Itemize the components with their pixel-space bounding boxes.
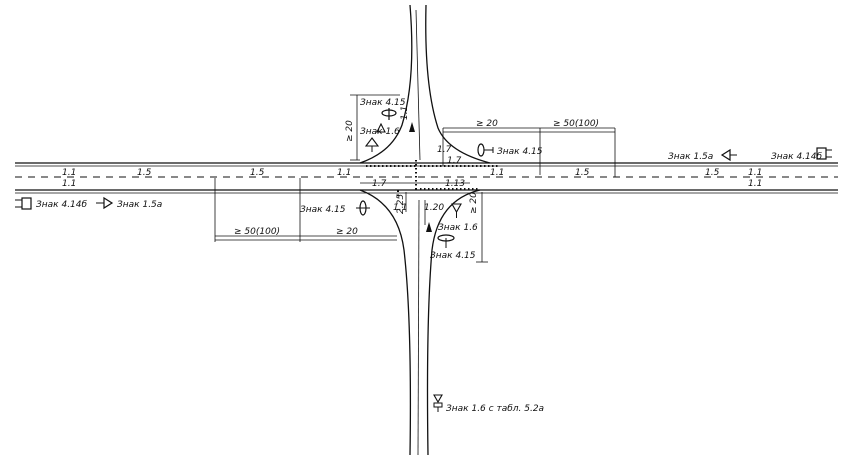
marking-label: 1.5 [575, 168, 590, 178]
marking-label: 1.5 [250, 168, 265, 178]
dimension-label: ≥ 50(100) [553, 119, 599, 129]
sign-label: Знак 1.6 с табл. 5.2а [446, 404, 544, 414]
marking-label: 1.1 [337, 168, 351, 178]
marking-label: 1.1 [62, 168, 76, 178]
warning-triangle-icon [376, 122, 386, 133]
marking-labels: 1.1 1.5 1.5 1.1 1.7 1.1 1.5 1.5 1.1 1.1 … [62, 106, 762, 213]
sign-box-icon [816, 147, 827, 160]
direction-sign-icon [477, 143, 485, 157]
sign-label: Знак 4.14б [771, 152, 823, 162]
marking-label: 1.5 [137, 168, 152, 178]
dimension-lines [214, 94, 616, 263]
marking-label: 1.7 [447, 156, 462, 166]
marking-label: 1.7 [372, 179, 387, 189]
sign-label: Знак 1.5а [668, 152, 713, 162]
marking-label: 1.1 [748, 168, 762, 178]
sign-label: Знак 1.6 [360, 127, 400, 137]
main-road [15, 162, 838, 194]
dimension-label: ≥ 50(100) [234, 227, 280, 237]
arrow-sign-icon [103, 196, 114, 210]
sign-label: Знак 4.15 [430, 251, 476, 261]
marking-label: 1.1 [400, 106, 410, 120]
dimension-label: ≥ 20 [476, 119, 498, 129]
marking-label: 1.7 [437, 145, 452, 155]
marking-label: 1.1 [748, 179, 762, 189]
dimension-label: 1.20 [424, 203, 444, 213]
sign-label: Знак 4.15 [497, 147, 543, 157]
warning-triangle-icon [433, 394, 443, 404]
marking-label: 1.13 [445, 179, 465, 189]
dimension-label: ≥ 20 [336, 227, 358, 237]
warning-triangle-icon [451, 203, 462, 214]
sign-symbols [15, 108, 832, 412]
dimension-label: ≥ 20 [469, 192, 479, 214]
dimension-labels: ≥ 20 ≥ 20 ≥ 50(100) ≥ 50(100) ≥ 20 ≥ 20 … [234, 119, 599, 237]
sign-labels: Знак 4.15 Знак 1.6 Знак 4.15 Знак 1.5а З… [36, 98, 823, 414]
marking-label: 1.1 [62, 179, 76, 189]
sign-label: Знак 1.5а [117, 200, 162, 210]
dimension-label: 2.25 [396, 194, 406, 214]
sign-label: Знак 4.14б [36, 200, 88, 210]
sign-label: Знак 4.15 [360, 98, 406, 108]
dimension-label: ≥ 20 [345, 120, 355, 142]
give-way-lines [366, 160, 500, 196]
marking-label: 1.1 [490, 168, 504, 178]
sign-label: Знак 4.15 [300, 205, 346, 215]
sign-box-icon [21, 197, 32, 210]
marking-label: 1.5 [705, 168, 720, 178]
marking-label: 1.1 [393, 203, 407, 213]
sign-label: Знак 1.6 [438, 223, 478, 233]
arrow-sign-icon [720, 148, 731, 162]
